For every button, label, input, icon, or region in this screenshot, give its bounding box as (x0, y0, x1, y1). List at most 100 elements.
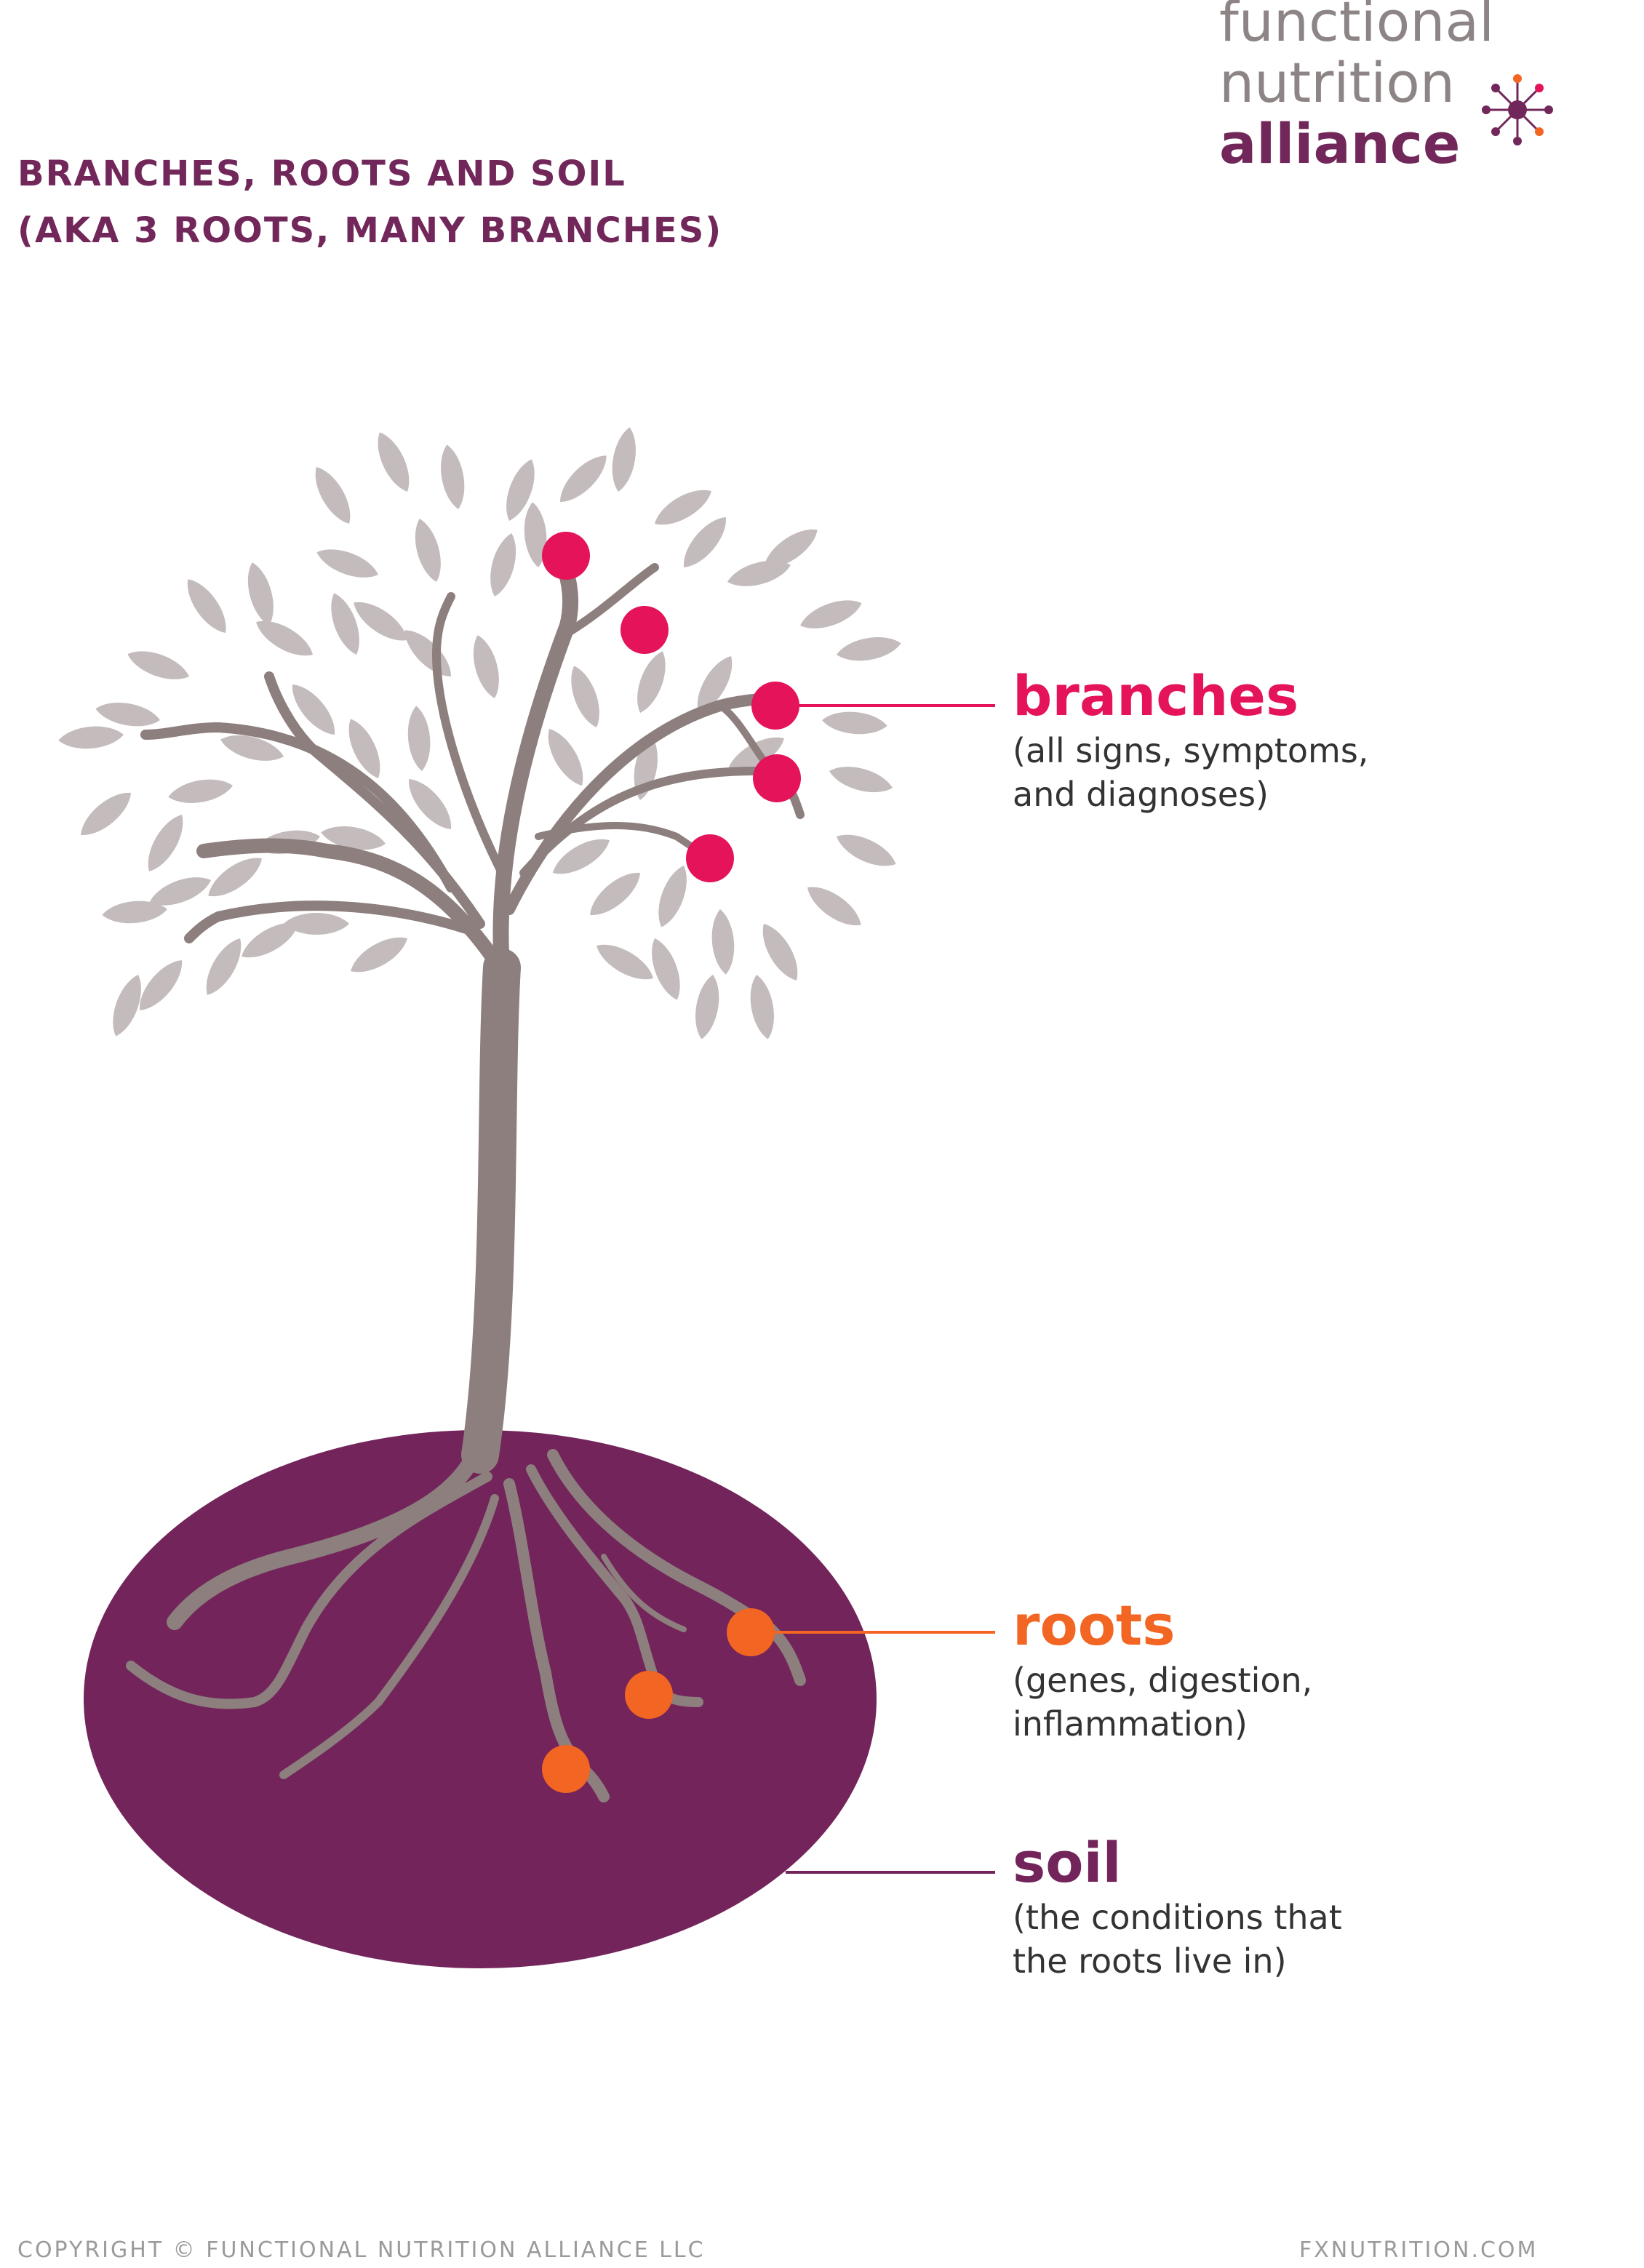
network-burst-icon (1482, 74, 1553, 145)
leaf (321, 826, 386, 850)
page-title-line-1: BRANCHES, ROOTS AND SOIL (17, 153, 626, 194)
leaf (711, 909, 735, 975)
leaf (560, 455, 607, 502)
leaf (378, 432, 410, 492)
leaf (764, 529, 818, 568)
leaf (553, 839, 610, 874)
leaf (750, 975, 774, 1039)
leaf (596, 944, 653, 980)
leaf (571, 666, 599, 727)
branch (563, 563, 659, 637)
leaf (800, 600, 862, 628)
roots-label: roots (genes, digestion, inflammation) (1013, 1593, 1312, 1746)
soil-heading: soil (1013, 1830, 1122, 1895)
copyright-notice: COPYRIGHT © FUNCTIONAL NUTRITION ALLIANC… (17, 2237, 706, 2263)
page-title-line-2: (AKA 3 ROOTS, MANY BRANCHES) (17, 210, 723, 251)
website-link[interactable]: FXNUTRITION.COM (1299, 2237, 1539, 2263)
branches-description-line-2: and diagnoses) (1013, 775, 1269, 814)
branch-marker (753, 754, 801, 802)
root (547, 1449, 806, 1686)
soil-label: soil (the conditions that the roots live… (1013, 1830, 1342, 1983)
logo-word-functional: functional (1219, 0, 1495, 54)
root (126, 1472, 492, 1709)
leaf (612, 427, 636, 492)
leaf (58, 726, 124, 749)
brand-logo: functional nutrition alliance (1219, 0, 1597, 202)
leaf (637, 651, 666, 713)
leaf (102, 901, 167, 924)
root-marker (542, 1745, 590, 1793)
leaf (140, 960, 183, 1010)
leaf (490, 533, 516, 596)
leaf (284, 913, 349, 935)
leaf (256, 620, 313, 656)
branch (196, 838, 502, 967)
branch-marker (542, 532, 590, 580)
leaf (168, 779, 233, 803)
tree-foliage (58, 427, 901, 1039)
leaf (351, 937, 407, 973)
leaf (292, 684, 335, 735)
leaf (113, 975, 141, 1037)
leaf (655, 490, 711, 525)
leaf (331, 593, 359, 655)
leaf (762, 924, 798, 981)
leaf (697, 656, 733, 713)
leaf (315, 467, 351, 524)
soil-description-line-1: (the conditions that (1013, 1898, 1342, 1937)
leaf (829, 767, 893, 793)
leaf (127, 651, 189, 679)
branches-description-line-1: (all signs, symptoms, (1013, 731, 1369, 770)
leaf (220, 735, 284, 761)
leaf (206, 938, 242, 995)
leaf (247, 562, 274, 626)
logo-word-nutrition: nutrition (1219, 50, 1456, 115)
root (601, 1554, 687, 1632)
branch (140, 722, 456, 893)
leaf (409, 779, 452, 829)
branch (492, 545, 579, 975)
branches-label: branches (all signs, symptoms, and diagn… (1013, 663, 1368, 816)
roots-description-line-2: inflammation) (1013, 1704, 1248, 1744)
leaf (837, 637, 901, 661)
leaf (404, 630, 451, 676)
leaf (441, 444, 465, 509)
leaf (524, 502, 547, 567)
leaf (242, 922, 298, 958)
leaf (81, 792, 131, 835)
branch (184, 901, 478, 943)
branch-marker (621, 606, 669, 654)
page-title: BRANCHES, ROOTS AND SOIL (AKA 3 ROOTS, M… (17, 145, 722, 259)
leaf (837, 834, 896, 866)
leaf (473, 635, 499, 698)
leaf (187, 579, 226, 633)
roots-heading: roots (1013, 1593, 1176, 1658)
tree-trunk (461, 949, 521, 1474)
roots-description-line-1: (genes, digestion, (1013, 1661, 1313, 1700)
root (167, 1432, 488, 1630)
leaf (149, 877, 211, 906)
branches-heading: branches (1013, 663, 1299, 728)
leaf (695, 975, 719, 1039)
leaf (590, 872, 640, 915)
leaf (354, 602, 407, 641)
root (279, 1494, 499, 1779)
branch-marker (686, 834, 734, 882)
logo-word-alliance: alliance (1219, 111, 1461, 176)
leaf (148, 815, 183, 871)
leaf (658, 866, 687, 927)
tree-trunk-and-branches (140, 545, 805, 1474)
leaf (95, 703, 160, 727)
leaf (415, 519, 441, 582)
leaf (208, 858, 262, 897)
soil-description-line-2: the roots live in) (1013, 1941, 1287, 1981)
leaf (407, 706, 431, 771)
branch (431, 592, 506, 877)
leaf (316, 549, 378, 578)
leaf (548, 729, 583, 786)
leaf (652, 938, 680, 1000)
root-marker (625, 1671, 673, 1719)
leaf (683, 517, 726, 567)
leaf (822, 711, 887, 735)
